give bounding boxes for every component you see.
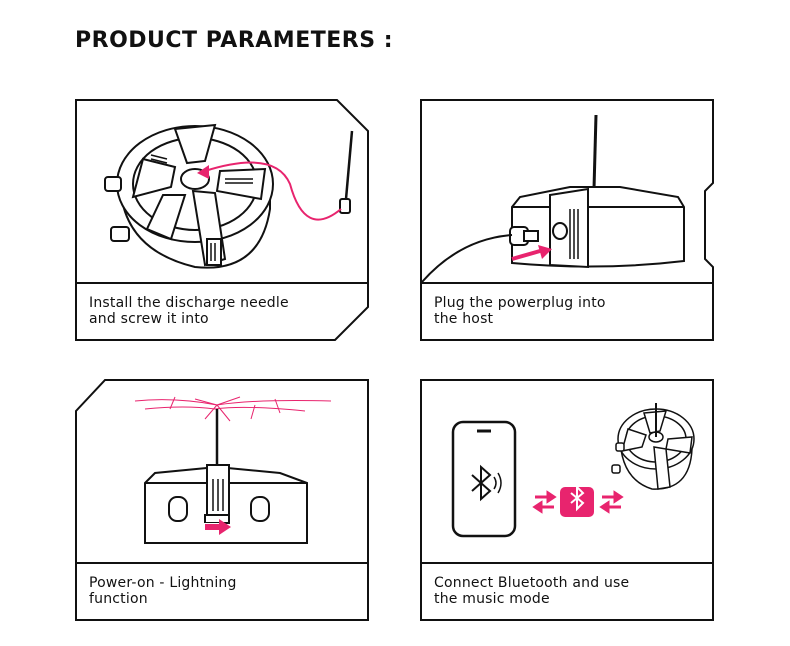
speaker-top-view-illustration (104, 123, 354, 269)
bluetooth-illustration (451, 403, 695, 538)
card-caption: Power-on - Lightning function (89, 575, 237, 607)
page-title: PRODUCT PARAMETERS : (75, 28, 393, 53)
speaker-side-view-illustration (421, 114, 685, 282)
card-bluetooth: Connect Bluetooth and use the music mode (420, 379, 714, 621)
lightning-illustration (134, 396, 332, 544)
card-caption: Install the discharge needle and screw i… (89, 295, 289, 327)
card-lightning: Power-on - Lightning function (75, 379, 369, 621)
speaker-icon (611, 408, 695, 490)
card-install-needle: Install the discharge needle and screw i… (75, 99, 369, 341)
card-power-plug: Plug the powerplug into the host (420, 99, 714, 341)
card-caption: Plug the powerplug into the host (434, 295, 606, 327)
bluetooth-icon (471, 464, 492, 502)
card-caption: Connect Bluetooth and use the music mode (434, 575, 630, 607)
